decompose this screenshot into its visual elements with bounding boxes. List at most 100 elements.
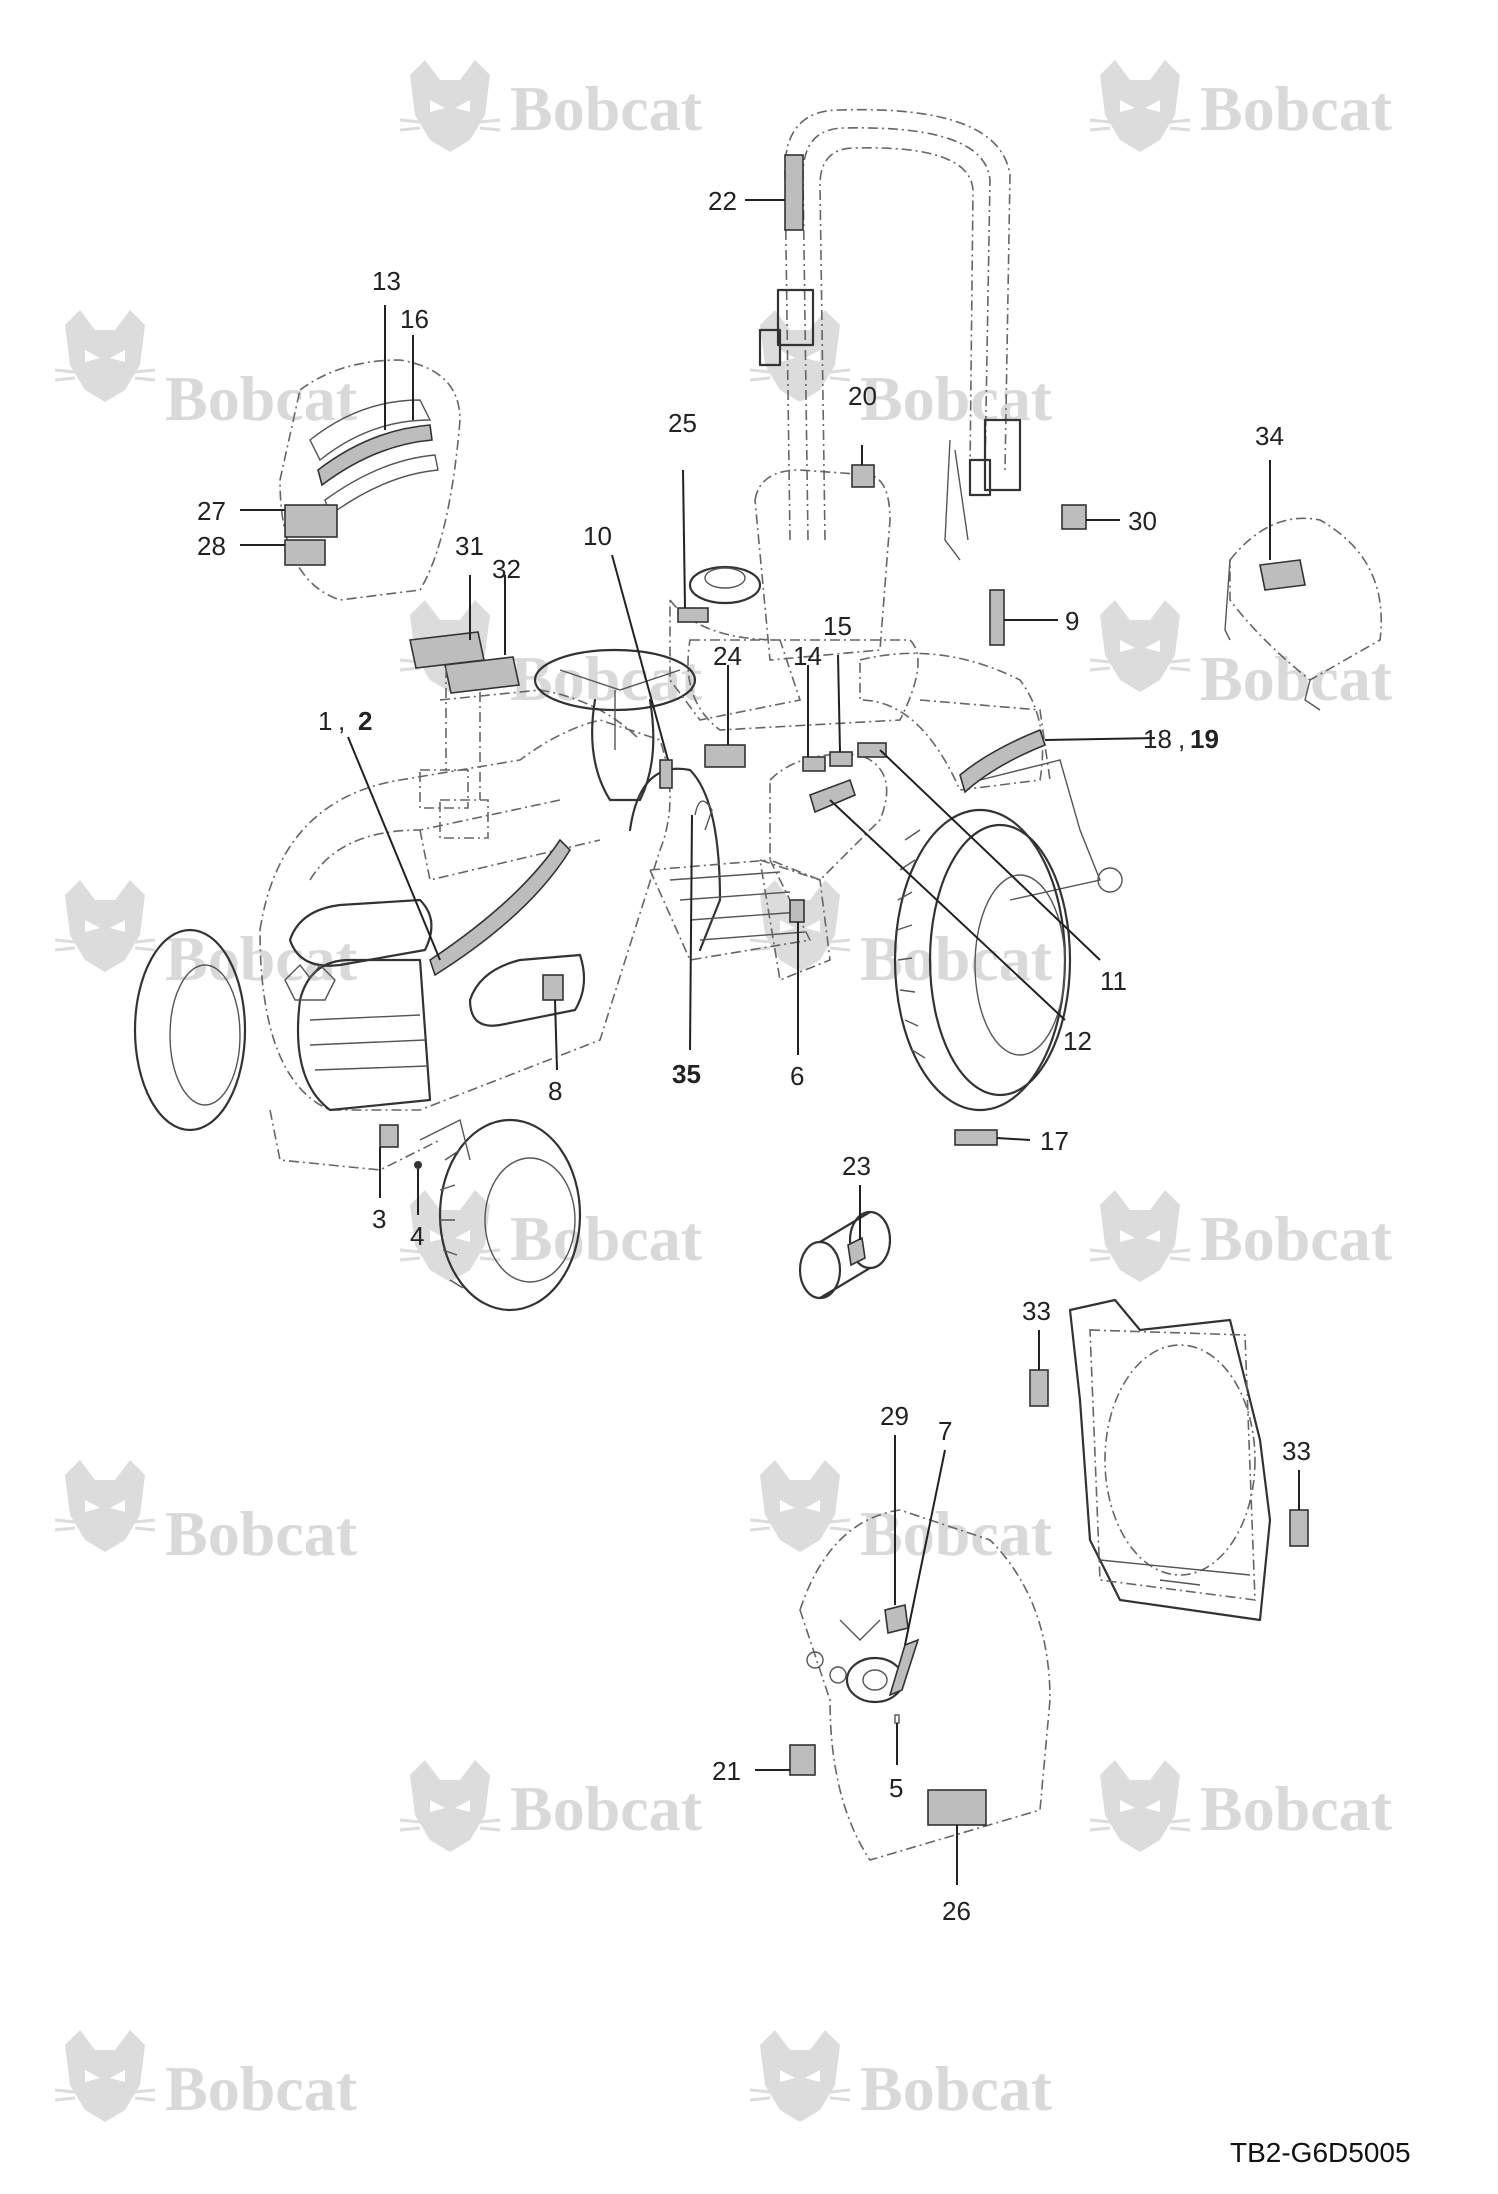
callout-28: 28 [197,531,226,561]
callout-10: 10 [583,521,612,551]
decal-20 [851,464,875,488]
callout-7: 7 [938,1416,952,1446]
callout-32: 32 [492,554,521,584]
callout-3: 3 [372,1204,386,1234]
decal-28 [284,539,326,566]
watermark-text: Bobcat [860,2053,1053,2124]
callout-21: 21 [712,1756,741,1786]
callout-33a: 33 [1022,1296,1051,1326]
decal-25 [677,607,709,623]
callout-18-comma: , [1178,724,1185,754]
hood-panel [789,1509,1051,1861]
callout-13: 13 [372,266,401,296]
decal-11 [857,742,887,758]
decal-8 [542,974,564,1001]
watermark-text: Bobcat [510,1203,703,1274]
decals-tractor [379,154,1087,1169]
decal-12 [809,778,856,814]
decal-29 [884,1604,909,1634]
watermark [1088,1758,1192,1854]
watermark [1088,58,1192,154]
callout-5: 5 [889,1773,903,1803]
callout-22: 22 [708,186,737,216]
decal-32 [444,656,520,694]
callout-24: 24 [713,641,742,671]
watermark-layer: Bobcat Bobcat Bobcat Bobcat Bobcat Bobca… [53,58,1393,2124]
decal-7 [888,1638,920,1697]
callout-14: 14 [793,641,822,671]
callout-11: 11 [1100,966,1127,996]
watermark-text: Bobcat [1200,1773,1393,1844]
callout-1: 1 [318,706,332,736]
callout-4: 4 [410,1221,424,1251]
decal-26 [927,1789,987,1826]
decals-31-32 [409,631,520,800]
watermark [53,1458,157,1554]
decal-18 [959,728,1046,794]
callout-33b: 33 [1282,1436,1311,1466]
watermark-text: Bobcat [165,2053,358,2124]
leader-lines [240,199,1300,1885]
decal-6 [789,899,805,923]
radiator-shroud [1029,1298,1309,1622]
watermark [53,878,157,974]
callout-19: 19 [1190,724,1219,754]
callout-18: 18 [1143,724,1172,754]
watermark [748,1458,852,1554]
fender-detail [279,359,461,601]
watermark [1088,1188,1192,1284]
callout-27: 27 [197,496,226,526]
callout-17: 17 [1040,1126,1069,1156]
decal-outline-31 [419,769,469,809]
watermark-text: Bobcat [510,73,703,144]
decal-9 [989,589,1005,646]
decal-24 [704,744,746,768]
decal-22 [784,154,804,231]
watermark-text: Bobcat [510,1773,703,1844]
watermark-text: Bobcat [860,923,1053,994]
callout-9: 9 [1065,606,1079,636]
watermark-text: Bobcat [165,1498,358,1569]
watermark-text: Bobcat [165,363,358,434]
watermark-text: Bobcat [1200,1203,1393,1274]
watermark [398,1758,502,1854]
watermark-text: Bobcat [510,643,703,714]
rops-frame [758,108,1022,561]
watermark-text: Bobcat [1200,643,1393,714]
decal-23 [847,1236,866,1267]
decal-10 [659,759,673,789]
decal-17 [954,1129,998,1146]
callout-30: 30 [1128,506,1157,536]
watermark [748,2028,852,2124]
decal-outline-32 [439,799,489,839]
decal-27 [284,504,338,538]
callout-2: 2 [358,706,372,736]
watermark-text: Bobcat [860,1498,1053,1569]
callout-25: 25 [668,408,697,438]
callout-15: 15 [823,611,852,641]
callout-20: 20 [848,381,877,411]
callout-23: 23 [842,1151,871,1181]
decal-34 [1259,559,1306,591]
callout-29: 29 [880,1401,909,1431]
watermark [398,58,502,154]
watermark-text: Bobcat [860,363,1053,434]
decal-33a [1029,1369,1049,1407]
watermark [1088,598,1192,694]
decal-33b [1289,1509,1309,1547]
watermark-text: Bobcat [1200,73,1393,144]
decal-15 [829,751,853,767]
callout-12: 12 [1063,1026,1092,1056]
callout-1-comma: , [338,706,345,736]
callout-labels: 22 13 16 27 28 31 32 25 25 20 10 24 14 1… [197,186,1311,1926]
decal-14 [802,756,826,772]
callout-26: 26 [942,1896,971,1926]
decal-1 [429,838,572,977]
callout-31: 31 [455,531,484,561]
callout-34: 34 [1255,421,1284,451]
callout-6: 6 [790,1061,804,1091]
callout-35: 35 [672,1059,701,1089]
watermark [748,308,852,404]
reference-code: TB2-G6D5005 [1230,2137,1411,2168]
